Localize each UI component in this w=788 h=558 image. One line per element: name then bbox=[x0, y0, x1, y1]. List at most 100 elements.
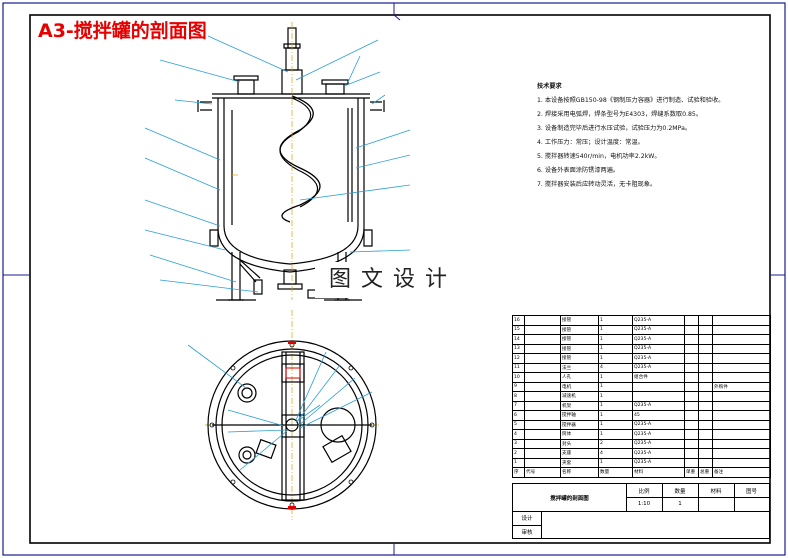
parts-list-cell: Q235-A bbox=[632, 353, 685, 364]
parts-list-cell bbox=[712, 410, 771, 421]
parts-list-cell bbox=[698, 353, 713, 364]
parts-list-cell bbox=[712, 315, 771, 326]
parts-list-cell bbox=[698, 362, 713, 373]
parts-list-cell bbox=[524, 315, 561, 326]
parts-list-cell: 支座 bbox=[560, 448, 599, 459]
parts-list-cell bbox=[524, 419, 561, 430]
title-block-material-label: 材料 bbox=[698, 484, 735, 498]
parts-list-header-cell: 数量 bbox=[598, 467, 633, 478]
title-block-material-value bbox=[698, 497, 735, 512]
parts-list-cell bbox=[524, 391, 561, 402]
parts-list-cell bbox=[684, 334, 699, 345]
parts-list-header-cell: 备注 bbox=[712, 467, 771, 478]
parts-list-cell bbox=[684, 324, 699, 335]
parts-list-cell: Q235-A bbox=[632, 457, 685, 468]
title-block-drawing-name: 搅拌罐的剖面图 bbox=[513, 484, 627, 512]
title-block-check-label: 审核 bbox=[513, 525, 542, 539]
parts-list-cell bbox=[712, 457, 771, 468]
inner-frame bbox=[29, 14, 771, 544]
parts-list-cell: 机架 bbox=[560, 400, 599, 411]
parts-list-cell bbox=[684, 438, 699, 449]
plan-markers bbox=[285, 341, 301, 509]
parts-list-header-cell: 名称 bbox=[560, 467, 599, 478]
title-block-quantity-label: 数量 bbox=[662, 484, 699, 498]
parts-list-cell: 2 bbox=[512, 448, 525, 459]
parts-list-cell bbox=[698, 391, 713, 402]
parts-list-cell: 1 bbox=[598, 315, 633, 326]
parts-list-cell bbox=[712, 353, 771, 364]
parts-list-cell bbox=[524, 362, 561, 373]
parts-list-cell: 16 bbox=[512, 315, 525, 326]
parts-list-cell: 7 bbox=[512, 400, 525, 411]
parts-list-cell: 接管 bbox=[560, 343, 599, 354]
parts-list-cell: 接管 bbox=[560, 324, 599, 335]
parts-list-cell: 9 bbox=[512, 381, 525, 392]
parts-list-header-cell: 总重 bbox=[698, 467, 713, 478]
parts-list-cell: 4 bbox=[598, 448, 633, 459]
parts-list-cell: 14 bbox=[512, 334, 525, 345]
parts-list-cell bbox=[698, 315, 713, 326]
parts-list-cell: Q235-A bbox=[632, 419, 685, 430]
parts-list-cell: 8 bbox=[512, 391, 525, 402]
parts-list-cell bbox=[684, 391, 699, 402]
parts-list-cell bbox=[524, 429, 561, 440]
parts-list-cell: 1 bbox=[598, 381, 633, 392]
watermark: 图文设计 bbox=[315, 262, 471, 298]
note-line: 5. 搅拌器转速540r/min，电机功率2.2kW。 bbox=[537, 153, 661, 160]
parts-list-cell: 1 bbox=[598, 419, 633, 430]
parts-list-cell: 搅拌器 bbox=[560, 419, 599, 430]
parts-list-cell: 13 bbox=[512, 343, 525, 354]
parts-list-cell bbox=[712, 429, 771, 440]
parts-list-cell: 1 bbox=[598, 324, 633, 335]
parts-list-header-cell: 单重 bbox=[684, 467, 699, 478]
parts-list-cell: 4 bbox=[598, 362, 633, 373]
parts-list-cell bbox=[684, 419, 699, 430]
parts-list-cell: 1 bbox=[598, 343, 633, 354]
parts-list-cell: 筒体 bbox=[560, 429, 599, 440]
parts-list-cell bbox=[698, 419, 713, 430]
parts-list-cell bbox=[524, 400, 561, 411]
parts-list-cell: Q235-A bbox=[632, 324, 685, 335]
parts-list-cell bbox=[524, 457, 561, 468]
parts-list-cell: Q235-A bbox=[632, 400, 685, 411]
parts-list-cell: 3 bbox=[512, 438, 525, 449]
notes-heading: 技术要求 bbox=[537, 83, 562, 90]
parts-list-cell: 4 bbox=[512, 429, 525, 440]
parts-list-cell: 减速机 bbox=[560, 391, 599, 402]
parts-list-cell bbox=[712, 362, 771, 373]
parts-list-cell: 6 bbox=[512, 410, 525, 421]
parts-list-cell bbox=[712, 448, 771, 459]
parts-list-cell: 1 bbox=[598, 410, 633, 421]
section-view bbox=[197, 27, 385, 301]
parts-list-cell bbox=[524, 438, 561, 449]
parts-list-cell: 搅拌轴 bbox=[560, 410, 599, 421]
leader-lines-plan bbox=[187, 344, 373, 471]
parts-list-cell bbox=[632, 391, 685, 402]
parts-list-cell bbox=[698, 324, 713, 335]
parts-list-cell: 15 bbox=[512, 324, 525, 335]
parts-list-cell bbox=[524, 448, 561, 459]
parts-list-cell bbox=[698, 438, 713, 449]
parts-list-cell: 1 bbox=[598, 334, 633, 345]
parts-list-cell bbox=[712, 419, 771, 430]
parts-list-cell bbox=[684, 410, 699, 421]
parts-list-cell: 接管 bbox=[560, 315, 599, 326]
parts-list-cell bbox=[524, 353, 561, 364]
parts-list-cell bbox=[684, 381, 699, 392]
parts-list-cell: Q235-A bbox=[632, 334, 685, 345]
parts-list-cell bbox=[524, 343, 561, 354]
parts-list-header-row: 序代号名称数量材料单重总重备注 bbox=[512, 467, 771, 478]
